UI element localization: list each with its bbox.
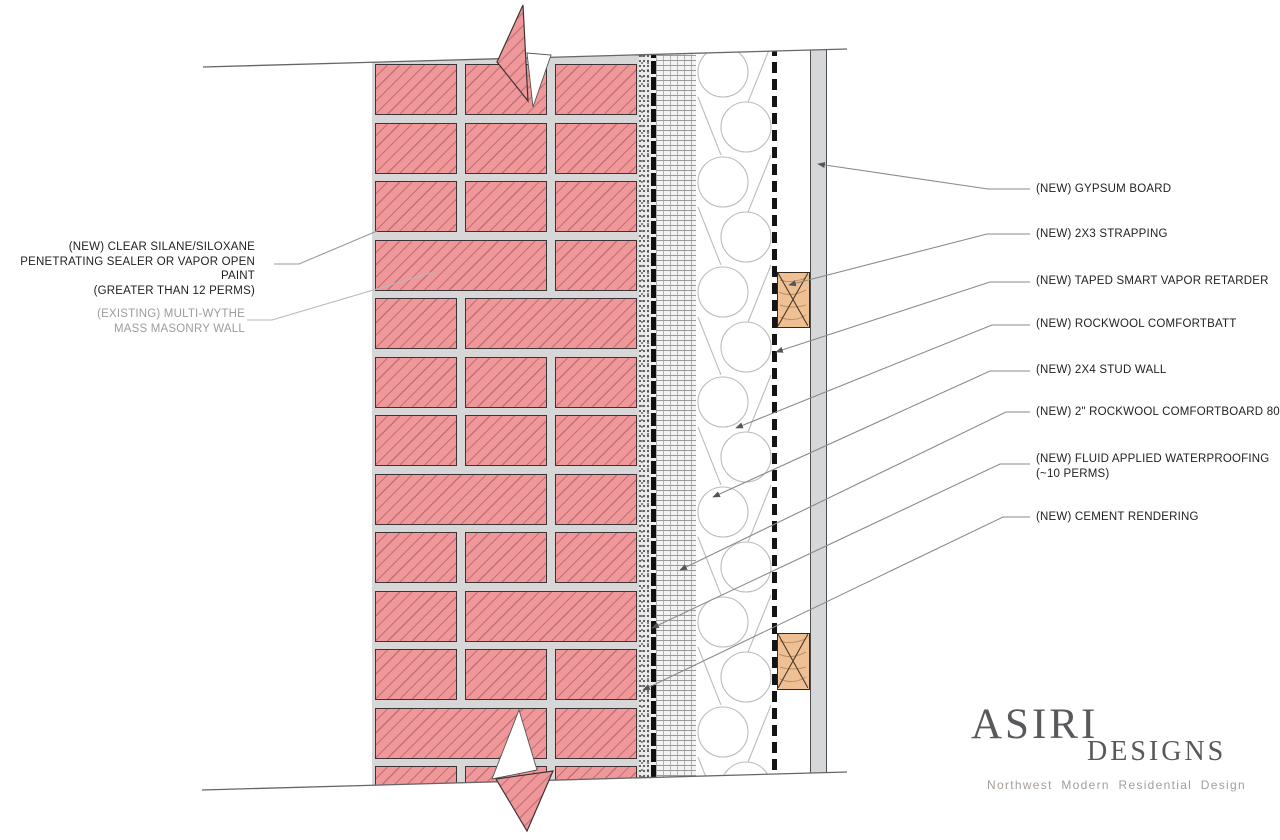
brick: [375, 239, 547, 291]
leader-sealer: [274, 230, 378, 265]
brick: [465, 532, 547, 583]
brick: [375, 64, 457, 115]
vapor-retarder-dashed-line: [772, 45, 777, 795]
logo-asiri: ASIRI: [971, 701, 1099, 748]
logo-designs: DESIGNS: [1087, 736, 1227, 767]
brick: [375, 415, 457, 466]
brick: [465, 766, 547, 817]
brick: [555, 532, 637, 583]
brick: [555, 122, 637, 174]
leader-comfortbatt: [735, 324, 1030, 429]
brick: [465, 590, 637, 642]
label-vapor-retarder: (NEW) TAPED SMART VAPOR RETARDER: [1036, 275, 1269, 287]
brick: [375, 532, 457, 583]
brick: [555, 239, 637, 291]
cement-rendering-layer: [639, 45, 651, 795]
waterproofing-layer: [651, 45, 656, 795]
brick: [375, 122, 457, 174]
brick: [465, 649, 547, 700]
brick: [465, 298, 637, 349]
brick: [375, 298, 457, 349]
wood-section-icon: [777, 272, 809, 327]
brick: [465, 122, 547, 174]
label-gypsum-board: (NEW) GYPSUM BOARD: [1036, 183, 1172, 195]
brick: [555, 181, 637, 232]
gypsum-board-layer: [810, 45, 827, 795]
label-existing-wall: (EXISTING) MULTI-WYTHE MASS MASONRY WALL: [97, 308, 245, 335]
brick: [555, 473, 637, 525]
brick: [375, 707, 547, 759]
brick: [375, 356, 457, 408]
label-waterproofing: (NEW) FLUID APPLIED WATERPROOFING (~10 P…: [1036, 453, 1270, 480]
comfortboard-insulation-layer: [656, 45, 696, 795]
leader-gypsum-board: [817, 161, 1030, 190]
brick: [375, 473, 547, 525]
label-cement-rendering: (NEW) CEMENT RENDERING: [1036, 511, 1199, 523]
wood-section-icon: [777, 633, 809, 689]
brick: [375, 590, 457, 642]
brick: [375, 649, 457, 700]
comfortbatt-insulation-layer: [696, 45, 773, 795]
brick: [555, 766, 637, 817]
label-comfortbatt: (NEW) ROCKWOOL COMFORTBATT: [1036, 318, 1237, 330]
label-sealer: (NEW) CLEAR SILANE/SILOXANE PENETRATING …: [20, 241, 255, 297]
brick: [375, 181, 457, 232]
brick: [465, 356, 547, 408]
brick: [555, 707, 637, 759]
brick: [465, 64, 547, 115]
brick: [555, 356, 637, 408]
logo-tagline: Northwest Modern Residential Design: [987, 778, 1246, 792]
batt-loop-pattern: [696, 45, 773, 795]
label-stud-wall: (NEW) 2X4 STUD WALL: [1036, 364, 1167, 376]
label-strapping: (NEW) 2X3 STRAPPING: [1036, 228, 1168, 240]
strapping-block: [777, 272, 810, 328]
brick: [465, 181, 547, 232]
brick: [375, 766, 457, 817]
brick: [555, 649, 637, 700]
strapping-block: [777, 633, 810, 690]
brick: [555, 64, 637, 115]
brick: [465, 415, 547, 466]
brick: [555, 415, 637, 466]
logo: ASIRI DESIGNS Northwest Modern Residenti…: [955, 698, 1255, 813]
label-comfortboard: (NEW) 2" ROCKWOOL COMFORTBOARD 80: [1036, 406, 1280, 418]
